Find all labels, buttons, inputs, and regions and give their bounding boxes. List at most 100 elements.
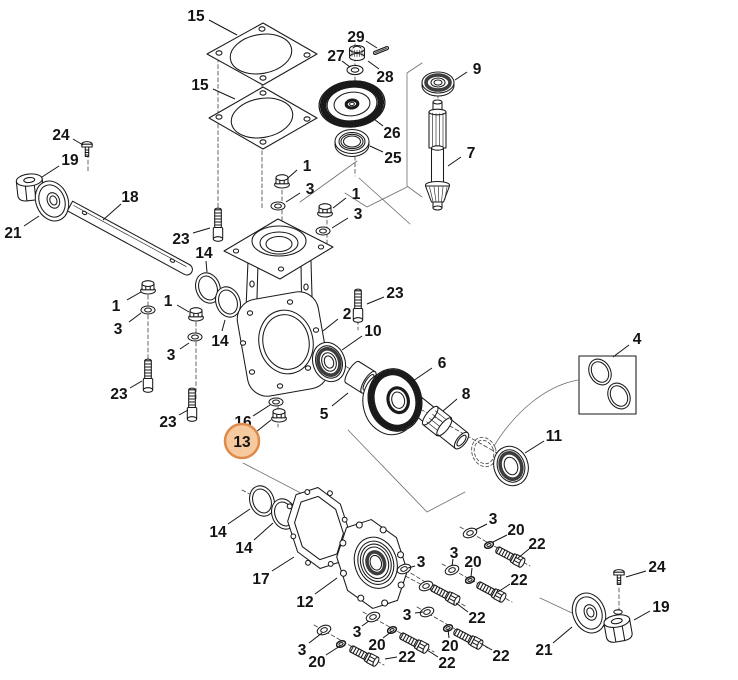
part-label-14[interactable]: 14 bbox=[209, 524, 227, 541]
lock-washer-20[interactable] bbox=[334, 638, 348, 650]
washer-3[interactable] bbox=[315, 226, 331, 236]
part-label-14[interactable]: 14 bbox=[195, 245, 213, 262]
part-label-11[interactable]: 11 bbox=[546, 428, 563, 445]
washer-3[interactable] bbox=[140, 305, 156, 315]
spur-gear-6[interactable] bbox=[355, 363, 429, 441]
part-label-8[interactable]: 8 bbox=[462, 386, 471, 403]
screw-24[interactable] bbox=[81, 141, 93, 158]
highlight-circle[interactable] bbox=[223, 422, 261, 460]
part-label-1[interactable]: 1 bbox=[112, 298, 121, 315]
shaft-18[interactable] bbox=[66, 200, 194, 277]
part-label-1[interactable]: 1 bbox=[164, 293, 173, 310]
washer-3[interactable] bbox=[187, 332, 203, 342]
nut-13[interactable] bbox=[271, 408, 287, 423]
clamp-nut-19[interactable] bbox=[602, 612, 634, 645]
part-label-3[interactable]: 3 bbox=[306, 181, 315, 198]
part-label-29[interactable]: 29 bbox=[347, 29, 365, 46]
cover-12[interactable] bbox=[327, 512, 417, 616]
washer-3[interactable] bbox=[315, 622, 333, 638]
nut-1[interactable] bbox=[188, 307, 204, 322]
part-label-19[interactable]: 19 bbox=[652, 599, 670, 616]
lock-washer-20[interactable] bbox=[385, 624, 399, 636]
part-label-28[interactable]: 28 bbox=[376, 69, 394, 86]
gasket-17[interactable] bbox=[279, 481, 360, 576]
washer-27[interactable] bbox=[346, 64, 364, 76]
gasket-15-top[interactable] bbox=[206, 22, 318, 86]
part-label-22[interactable]: 22 bbox=[492, 648, 509, 665]
bearing-11[interactable] bbox=[488, 441, 534, 490]
bolt-23[interactable] bbox=[142, 358, 154, 393]
part-label-22[interactable]: 22 bbox=[438, 655, 455, 672]
part-label-6[interactable]: 6 bbox=[438, 355, 447, 372]
bearing-25[interactable] bbox=[334, 128, 370, 158]
part-label-18[interactable]: 18 bbox=[121, 189, 139, 206]
part-label-26[interactable]: 26 bbox=[383, 125, 401, 142]
part-label-24[interactable]: 24 bbox=[648, 559, 666, 576]
part-label-27[interactable]: 27 bbox=[327, 48, 344, 65]
part-label-3[interactable]: 3 bbox=[489, 511, 498, 528]
part-label-13[interactable]: 13 bbox=[233, 434, 251, 451]
bolt-22[interactable] bbox=[474, 579, 508, 604]
screw-24[interactable] bbox=[613, 569, 625, 586]
pinion-shaft-7[interactable] bbox=[424, 99, 451, 211]
washer-3[interactable] bbox=[461, 525, 479, 541]
shim-ring[interactable] bbox=[468, 434, 501, 470]
part-label-23[interactable]: 23 bbox=[386, 285, 404, 302]
part-label-23[interactable]: 23 bbox=[172, 231, 190, 248]
nut-1[interactable] bbox=[140, 280, 156, 295]
part-label-20[interactable]: 20 bbox=[308, 654, 325, 671]
cap-nut-28[interactable] bbox=[348, 44, 366, 62]
part-label-3[interactable]: 3 bbox=[417, 554, 426, 571]
part-label-9[interactable]: 9 bbox=[473, 61, 482, 78]
gasket-15-bottom[interactable] bbox=[208, 86, 318, 150]
part-label-3[interactable]: 3 bbox=[353, 624, 362, 641]
lock-washer-20[interactable] bbox=[482, 539, 496, 551]
part-label-22[interactable]: 22 bbox=[510, 572, 527, 589]
part-label-20[interactable]: 20 bbox=[368, 637, 385, 654]
part-label-15[interactable]: 15 bbox=[191, 77, 209, 94]
bolt-23[interactable] bbox=[186, 387, 198, 422]
part-label-3[interactable]: 3 bbox=[298, 642, 307, 659]
part-label-3[interactable]: 3 bbox=[403, 607, 412, 624]
part-label-10[interactable]: 10 bbox=[364, 323, 381, 340]
part-label-23[interactable]: 23 bbox=[159, 414, 177, 431]
part-label-3[interactable]: 3 bbox=[450, 545, 459, 562]
part-label-22[interactable]: 22 bbox=[468, 610, 485, 627]
part-label-2[interactable]: 2 bbox=[343, 306, 352, 323]
nut-1[interactable] bbox=[274, 174, 290, 189]
part-label-23[interactable]: 23 bbox=[110, 386, 128, 403]
bolt-22[interactable] bbox=[493, 544, 527, 569]
bolt-23[interactable] bbox=[212, 207, 224, 242]
cotter-pin-29[interactable] bbox=[372, 45, 390, 56]
part-label-24[interactable]: 24 bbox=[52, 127, 70, 144]
part-label-4[interactable]: 4 bbox=[633, 331, 642, 348]
bearing-10[interactable] bbox=[307, 338, 351, 387]
part-label-3[interactable]: 3 bbox=[354, 206, 363, 223]
gear-housing-2[interactable] bbox=[223, 218, 334, 399]
part-label-20[interactable]: 20 bbox=[441, 638, 458, 655]
part-label-22[interactable]: 22 bbox=[398, 649, 415, 666]
part-label-15[interactable]: 15 bbox=[187, 8, 205, 25]
part-label-7[interactable]: 7 bbox=[467, 145, 476, 162]
part-label-20[interactable]: 20 bbox=[507, 522, 524, 539]
washer-3[interactable] bbox=[270, 201, 286, 211]
part-label-12[interactable]: 12 bbox=[296, 594, 313, 611]
part-label-3[interactable]: 3 bbox=[167, 347, 176, 364]
bevel-gear-26[interactable] bbox=[317, 78, 387, 131]
part-label-5[interactable]: 5 bbox=[320, 406, 329, 423]
part-label-22[interactable]: 22 bbox=[528, 536, 545, 553]
part-label-1[interactable]: 1 bbox=[303, 158, 312, 175]
part-label-20[interactable]: 20 bbox=[464, 554, 481, 571]
part-label-17[interactable]: 17 bbox=[252, 571, 269, 588]
part-label-1[interactable]: 1 bbox=[352, 186, 361, 203]
part-label-3[interactable]: 3 bbox=[114, 321, 123, 338]
part-label-14[interactable]: 14 bbox=[211, 333, 229, 350]
bearing-9[interactable] bbox=[421, 71, 455, 97]
oring-kit-4[interactable] bbox=[578, 354, 637, 415]
part-label-14[interactable]: 14 bbox=[235, 540, 253, 557]
nut-1[interactable] bbox=[317, 203, 333, 218]
part-label-21[interactable]: 21 bbox=[4, 225, 22, 242]
part-label-21[interactable]: 21 bbox=[535, 642, 553, 659]
bolt-23[interactable] bbox=[352, 288, 364, 323]
part-label-25[interactable]: 25 bbox=[384, 150, 402, 167]
